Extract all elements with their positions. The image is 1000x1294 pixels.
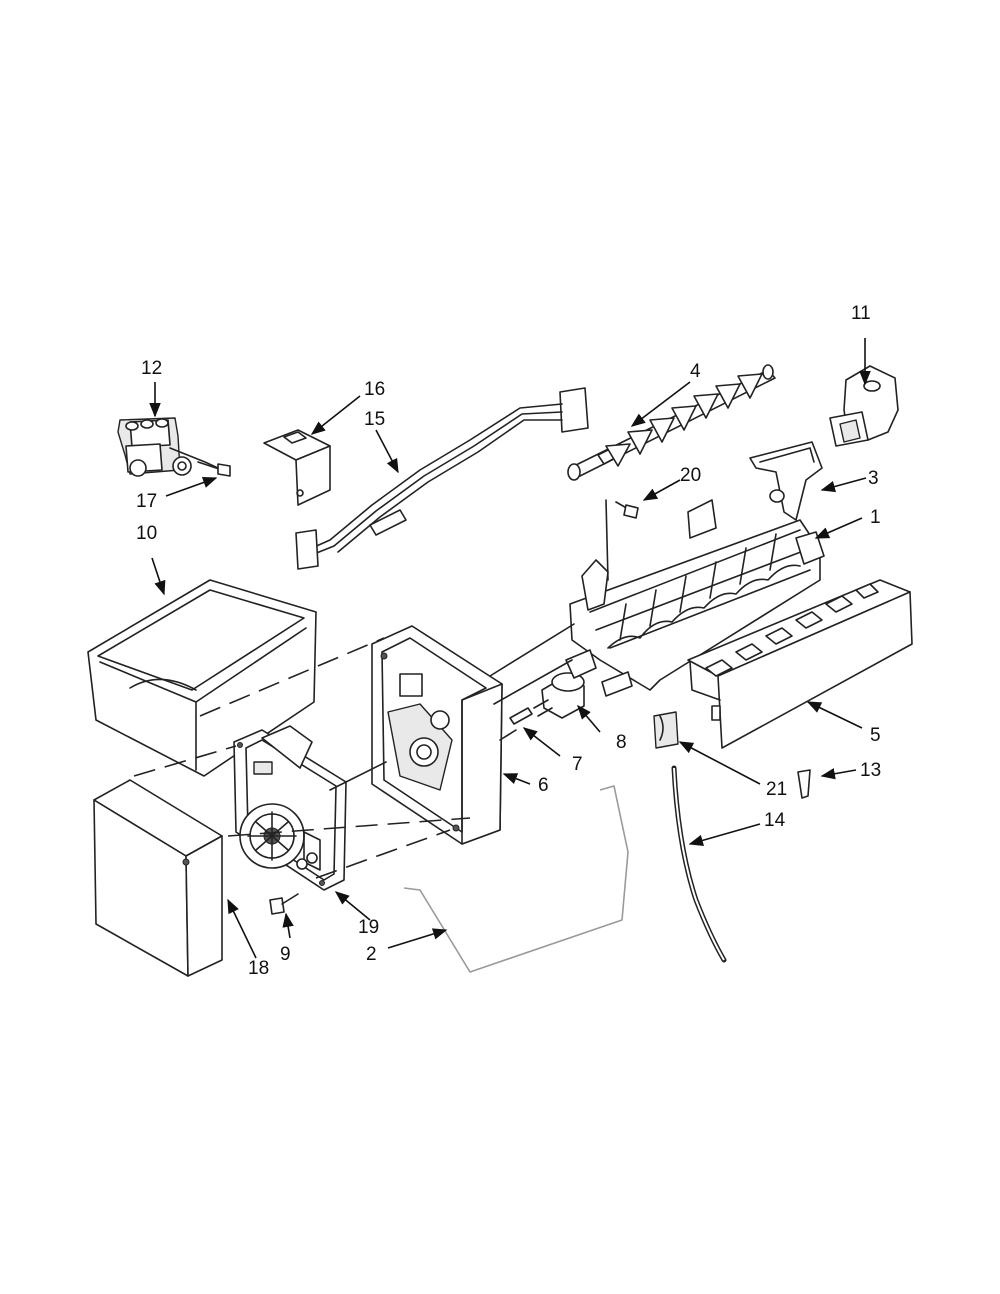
heater-pin [797, 769, 811, 799]
fill-cup [749, 441, 823, 521]
ejector-shaft [567, 364, 776, 481]
wire-clip [653, 711, 679, 749]
callout-11: 11 [851, 303, 871, 324]
callout-20: 20 [680, 465, 701, 486]
callout-16: 16 [364, 379, 385, 400]
callout-19: 19 [358, 917, 379, 938]
water-valve [117, 417, 219, 477]
callout-5: 5 [870, 725, 881, 746]
shut-off-pin [509, 707, 533, 725]
callout-15: 15 [364, 409, 385, 430]
valve-screw [197, 461, 231, 477]
callout-18: 18 [248, 958, 269, 979]
ice-stripper [687, 579, 913, 749]
callout-9: 9 [280, 944, 291, 965]
callout-2: 2 [366, 944, 377, 965]
thermostat [533, 672, 585, 719]
ice-mold [569, 499, 825, 691]
mold-frame-lines [489, 623, 575, 741]
callout-17: 17 [136, 491, 157, 512]
ice-bin [87, 579, 317, 777]
front-cover [93, 779, 223, 977]
callout-12: 12 [141, 358, 162, 379]
callout-21: 21 [766, 779, 787, 800]
callout-3: 3 [868, 468, 879, 489]
callout-13: 13 [860, 760, 881, 781]
fill-cup-cover [829, 365, 899, 447]
callout-4: 4 [690, 361, 701, 382]
fill-tube [671, 765, 727, 963]
callout-1: 1 [870, 507, 881, 528]
coupler-pins [565, 649, 633, 697]
alignment-lines [133, 637, 471, 879]
callout-6: 6 [538, 775, 549, 796]
motor-module [233, 725, 387, 891]
callout-8: 8 [616, 732, 627, 753]
callout-7: 7 [572, 754, 583, 775]
callout-labels: 1 2 3 4 5 6 7 8 9 10 11 12 13 14 15 16 1… [136, 303, 881, 979]
ice-maker-housing [371, 625, 503, 845]
wire-harness [295, 387, 589, 570]
wire-bracket [263, 429, 331, 506]
wiring-outline [403, 785, 629, 973]
callout-arrows [149, 338, 871, 959]
callout-14: 14 [764, 810, 786, 831]
module-screw [269, 893, 299, 915]
mold-screw [615, 501, 639, 519]
callout-10: 10 [136, 523, 157, 544]
